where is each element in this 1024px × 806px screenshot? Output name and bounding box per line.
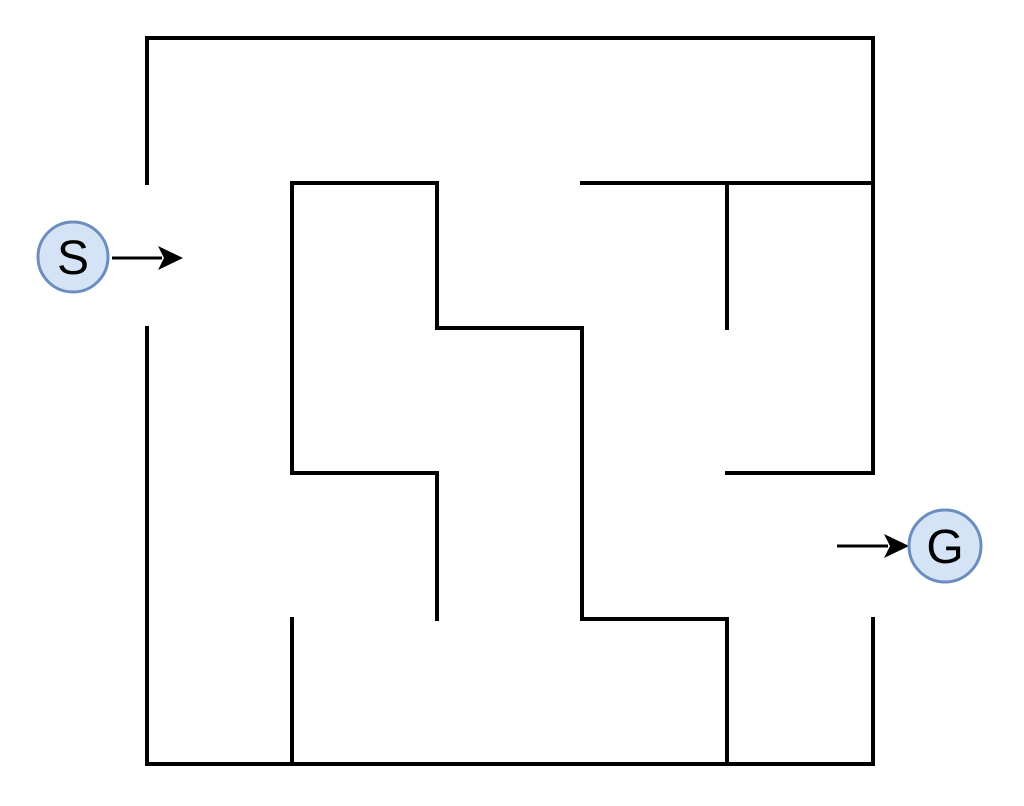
start-node-circle [36,220,110,294]
start-arrow [112,246,183,270]
goal-node-label: G [926,521,963,574]
goal-node: G [907,508,983,584]
goal-arrow [837,534,909,558]
inner-wall-center-zigzag [435,181,729,766]
start-node-label: S [57,232,89,285]
outer-wall-left-upper [145,36,875,185]
start-node: S [36,220,110,294]
goal-node-circle [907,508,983,584]
goal-arrow-head [884,534,909,558]
inner-wall-left-block [290,181,439,621]
maze-walls [145,36,875,766]
start-arrow-head [158,246,183,270]
